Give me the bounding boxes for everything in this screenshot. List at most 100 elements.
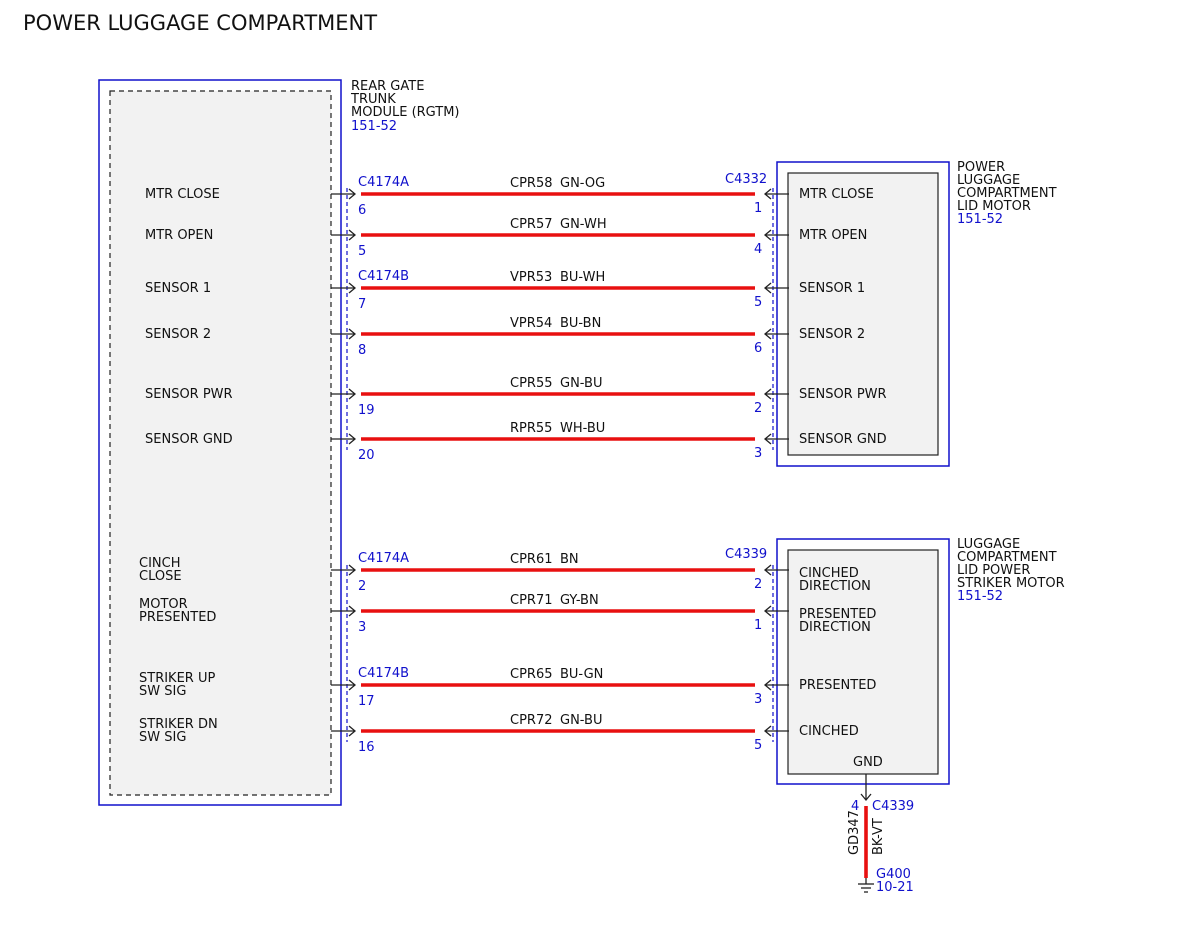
wire-color-code: GN-BU — [560, 713, 602, 728]
left-terminal-arrow — [348, 188, 357, 200]
left-pin-number: 2 — [358, 579, 366, 594]
right-signal-label: CINCHED — [799, 724, 859, 739]
left-connector-id[interactable]: C4174A — [358, 551, 409, 566]
left-signal-label: PRESENTED — [139, 610, 216, 625]
left-signal-label: CLOSE — [139, 569, 182, 584]
lid-motor-name-line: POWER — [957, 160, 1005, 175]
right-terminal-arrow — [763, 328, 772, 340]
right-pin-number: 6 — [754, 341, 762, 356]
left-signal-label: STRIKER UP — [139, 671, 215, 686]
striker-motor-component[interactable] — [776, 538, 950, 785]
rgtm-name-line: REAR GATE — [351, 79, 424, 94]
wire-color-code: BN — [560, 552, 579, 567]
left-terminal-arrow — [348, 328, 357, 340]
left-pin-number: 16 — [358, 740, 375, 755]
wire-circuit-id: CPR55 — [510, 376, 553, 391]
wire-color-code: GN-OG — [560, 176, 605, 191]
lid-motor-connector-id[interactable]: C4332 — [725, 172, 767, 187]
left-signal-label: SENSOR PWR — [145, 387, 233, 402]
right-pin-number: 3 — [754, 446, 762, 461]
left-pin-number: 3 — [358, 620, 366, 635]
wire-circuit-id: CPR65 — [510, 667, 553, 682]
lid-motor-name: POWER LUGGAGE COMPARTMENT LID MOTOR 151-… — [957, 160, 1057, 227]
striker-motor-ref-link[interactable]: 151-52 — [957, 589, 1003, 604]
ground-circuit-id: GD347 — [847, 810, 862, 855]
striker-motor-name-line: LID POWER — [957, 563, 1030, 578]
left-pin-number: 17 — [358, 694, 375, 709]
rgtm-name-line: MODULE (RGTM) — [351, 105, 460, 120]
wire-color-code: WH-BU — [560, 421, 605, 436]
left-terminal-arrow — [348, 564, 357, 576]
left-connector-id[interactable]: C4174B — [358, 666, 409, 681]
rgtm-ref-link[interactable]: 151-52 — [351, 119, 397, 134]
right-terminal-arrow — [763, 605, 772, 617]
right-terminal-arrow — [763, 433, 772, 445]
left-signal-label: CINCH — [139, 556, 181, 571]
left-signal-label: MTR CLOSE — [145, 187, 220, 202]
lid-motor-outer-border — [776, 161, 950, 467]
striker-motor-name-line: STRIKER MOTOR — [957, 576, 1065, 591]
right-pin-number: 3 — [754, 692, 762, 707]
wire-circuit-id: CPR57 — [510, 217, 553, 232]
right-signal-label: SENSOR GND — [799, 432, 887, 447]
ground-terminal-arrow — [860, 793, 872, 802]
left-terminal-arrow — [348, 725, 357, 737]
right-pin-number: 2 — [754, 577, 762, 592]
right-signal-label: SENSOR PWR — [799, 387, 887, 402]
right-terminal-arrow — [763, 188, 772, 200]
rgtm-module[interactable] — [98, 79, 342, 806]
right-pin-number: 1 — [754, 618, 762, 633]
wire-circuit-id: CPR71 — [510, 593, 553, 608]
right-signal-label: PRESENTED — [799, 607, 876, 622]
ground-wire-color: BK-VT — [871, 818, 886, 855]
lid-motor-name-line: LID MOTOR — [957, 199, 1031, 214]
left-signal-label: MOTOR — [139, 597, 188, 612]
lid-motor-name-line: LUGGAGE — [957, 173, 1020, 188]
rgtm-outer-border — [98, 79, 342, 806]
lid-motor-ref-link[interactable]: 151-52 — [957, 212, 1003, 227]
left-terminal-arrow — [348, 229, 357, 241]
left-connector-id[interactable]: C4174B — [358, 269, 409, 284]
wire-circuit-id: CPR72 — [510, 713, 553, 728]
wire-color-code: GN-BU — [560, 376, 602, 391]
striker-motor-name-line: LUGGAGE — [957, 537, 1020, 552]
left-signal-label: SW SIG — [139, 684, 186, 699]
rgtm-name-line: TRUNK — [350, 92, 396, 107]
wire-color-code: BU-BN — [560, 316, 601, 331]
ground-connector-id[interactable]: C4339 — [872, 799, 914, 814]
left-pin-number: 5 — [358, 244, 366, 259]
ground-point-id[interactable]: G400 — [876, 867, 911, 882]
rgtm-inner-body — [109, 90, 332, 796]
right-signal-label: CINCHED — [799, 566, 859, 581]
right-signal-label: MTR CLOSE — [799, 187, 874, 202]
right-terminal-arrow — [763, 725, 772, 737]
wire-color-code: GN-WH — [560, 217, 607, 232]
striker-motor-inner-body — [787, 549, 939, 775]
right-terminal-arrow — [763, 229, 772, 241]
right-terminal-arrow — [763, 564, 772, 576]
left-connector-id[interactable]: C4174A — [358, 175, 409, 190]
ground-circuit[interactable]: 4 C4339 GD347 BK-VT G400 10-21 — [847, 774, 914, 895]
right-pin-number: 5 — [754, 295, 762, 310]
striker-motor-connector-id[interactable]: C4339 — [725, 547, 767, 562]
left-pin-number: 8 — [358, 343, 366, 358]
page-title: POWER LUGGAGE COMPARTMENT — [23, 11, 377, 35]
left-signal-label: STRIKER DN — [139, 717, 218, 732]
left-signal-label: SENSOR GND — [145, 432, 233, 447]
wire-circuit-id: CPR58 — [510, 176, 553, 191]
wire-circuit-id: CPR61 — [510, 552, 553, 567]
lid-motor-component[interactable] — [776, 161, 950, 467]
ground-ref-link[interactable]: 10-21 — [876, 880, 914, 895]
right-pin-number: 1 — [754, 201, 762, 216]
